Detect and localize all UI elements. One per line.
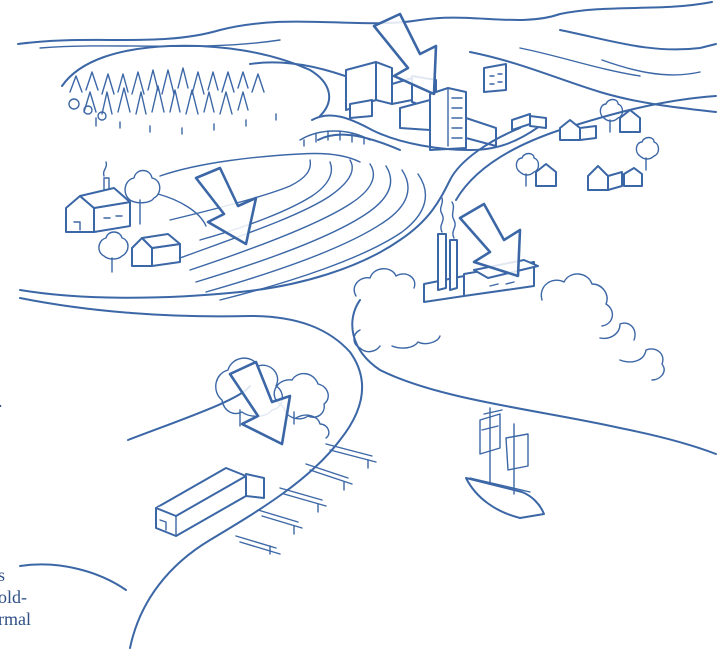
arrow-harbor <box>228 360 292 446</box>
margin-fragment-2: s <box>0 565 6 585</box>
tree-icon <box>98 169 161 273</box>
hills <box>17 1 717 113</box>
margin-fragment-3: old- <box>0 587 27 607</box>
village-houses-icon <box>511 98 660 191</box>
arrow-farmland <box>194 166 258 246</box>
arrow-factory <box>458 202 522 278</box>
woods-icon <box>353 268 665 381</box>
harbor-warehouse-icon <box>155 467 265 537</box>
farmhouse-icon <box>65 161 131 233</box>
margin-fragment-4: rmal <box>0 609 31 629</box>
forest-icon <box>61 44 330 135</box>
margin-fragment-1: . <box>0 390 3 412</box>
arrow-city <box>372 12 438 96</box>
sailboat-icon <box>465 407 545 519</box>
bridge-icon <box>299 130 371 147</box>
plowed-fields-icon <box>157 152 427 301</box>
piers-icon <box>235 443 377 555</box>
city-buildings-icon <box>311 61 541 151</box>
harbor-trees-icon <box>215 357 330 439</box>
barn-icon <box>131 233 181 267</box>
